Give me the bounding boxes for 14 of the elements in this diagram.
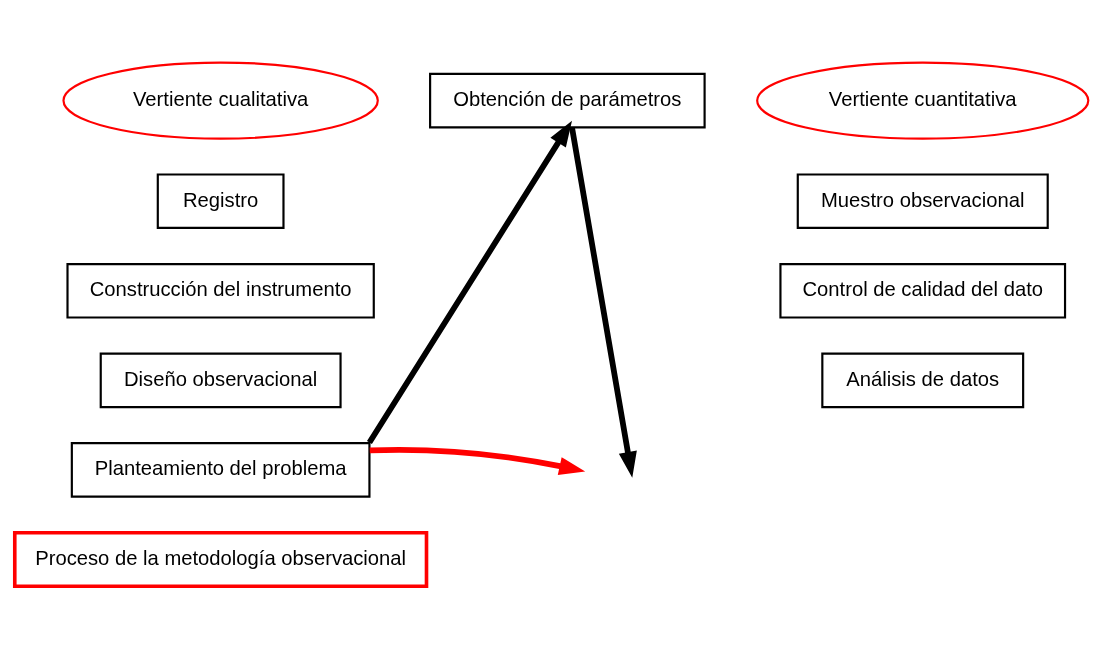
- node-box: Construcción del instrumento: [66, 262, 375, 319]
- arrow: [369, 446, 586, 475]
- node-box: Muestro observacional: [796, 172, 1049, 229]
- node-box: Proceso de la metodología observacional: [12, 530, 429, 588]
- node-box: Análisis de datos: [821, 352, 1025, 408]
- node-box: Registro: [156, 172, 285, 229]
- arrow: [550, 120, 637, 478]
- arrow: [367, 120, 572, 444]
- node-box: Planteamiento del problema: [70, 441, 371, 498]
- node-box: Diseño observacional: [99, 352, 342, 408]
- node-ellipse: Vertiente cualitativa: [62, 60, 379, 140]
- node-box: Obtención de parámetros: [429, 72, 706, 128]
- node-box: Control de calidad del dato: [779, 262, 1067, 319]
- node-ellipse: Vertiente cuantitativa: [756, 60, 1090, 140]
